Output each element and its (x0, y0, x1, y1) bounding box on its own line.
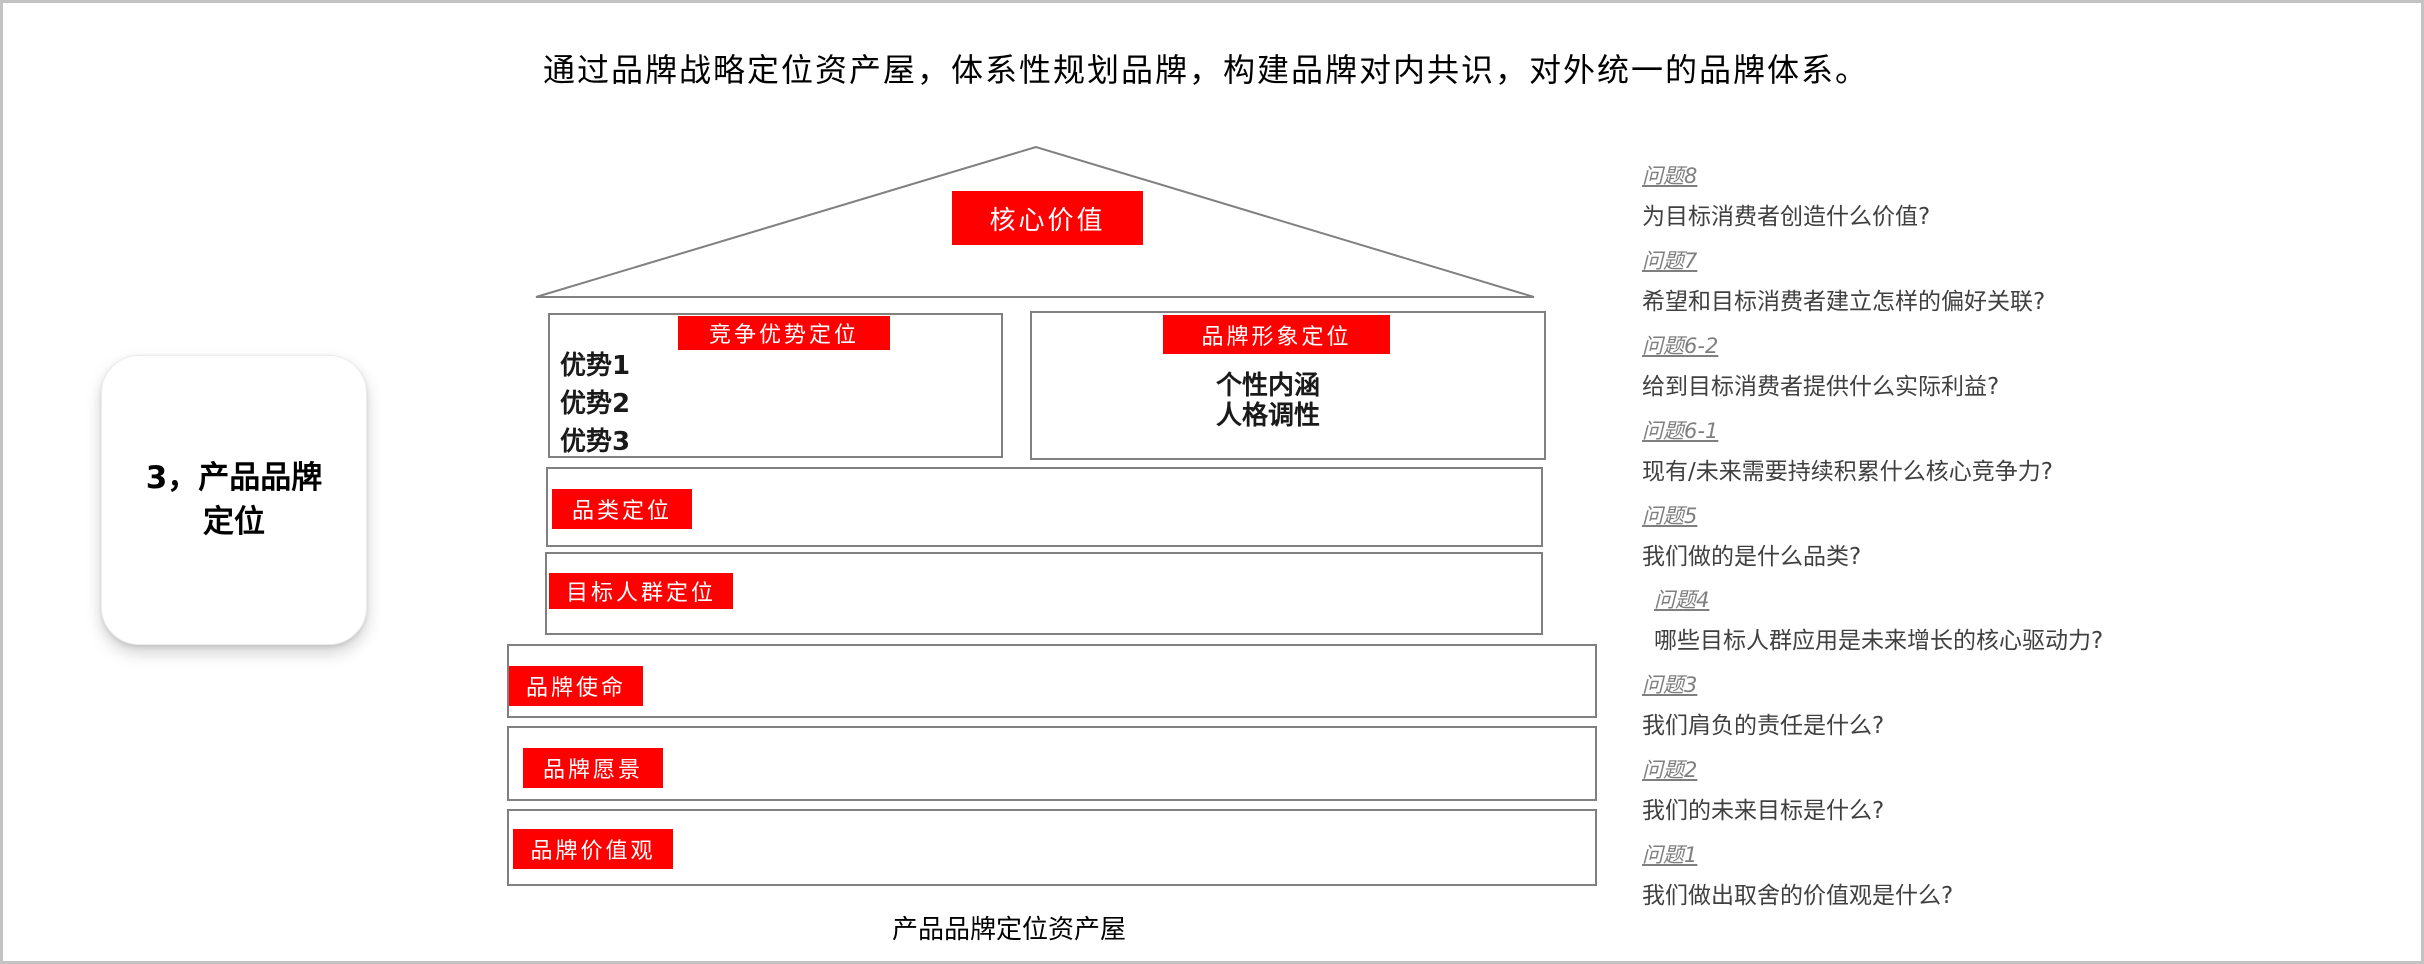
brand-vision-row: 品牌愿景 (507, 726, 1597, 801)
category-positioning-tag: 品类定位 (552, 489, 692, 529)
question-block-8: 问题8 为目标消费者创造什么价值? (1642, 160, 2362, 231)
section-badge: 3，产品品牌 定位 (101, 355, 367, 645)
roof-triangle (535, 145, 1535, 298)
audience-positioning-tag: 目标人群定位 (549, 573, 733, 609)
question-1-label: 问题1 (1642, 843, 1698, 867)
page-title: 通过品牌战略定位资产屋，体系性规划品牌，构建品牌对内共识，对外统一的品牌体系。 (543, 51, 1870, 89)
question-2-label: 问题2 (1642, 758, 1698, 782)
question-block-3: 问题3 我们肩负的责任是什么? (1642, 669, 2362, 740)
question-3-text: 我们肩负的责任是什么? (1642, 713, 1885, 739)
question-block-4: 问题4 哪些目标人群应用是未来增长的核心驱动力? (1654, 584, 2374, 655)
house-caption: 产品品牌定位资产屋 (891, 915, 1126, 945)
question-7-label: 问题7 (1642, 249, 1698, 273)
question-5-label: 问题5 (1642, 504, 1698, 528)
question-block-7: 问题7 希望和目标消费者建立怎样的偏好关联? (1642, 245, 2362, 316)
question-block-5: 问题5 我们做的是什么品类? (1642, 500, 2362, 571)
brand-mission-tag: 品牌使命 (509, 666, 643, 706)
question-7-text: 希望和目标消费者建立怎样的偏好关联? (1642, 289, 2046, 315)
brand-mission-row: 品牌使命 (507, 644, 1597, 718)
question-4-text: 哪些目标人群应用是未来增长的核心驱动力? (1654, 628, 2104, 654)
category-positioning-row: 品类定位 (546, 467, 1543, 547)
question-8-label: 问题8 (1642, 164, 1698, 188)
question-6-2-text: 给到目标消费者提供什么实际利益? (1642, 374, 2000, 400)
brand-image-line-2: 人格调性 (1215, 401, 1320, 431)
competitive-advantage-tag: 竞争优势定位 (678, 316, 890, 350)
brand-values-tag: 品牌价值观 (513, 829, 673, 869)
advantage-item-3: 优势3 (560, 427, 631, 457)
brand-vision-tag: 品牌愿景 (523, 748, 663, 788)
question-3-label: 问题3 (1642, 673, 1698, 697)
question-6-2-label: 问题6-2 (1642, 334, 1719, 358)
brand-image-tag: 品牌形象定位 (1163, 315, 1390, 354)
question-1-text: 我们做出取舍的价值观是什么? (1642, 883, 1954, 909)
question-6-1-label: 问题6-1 (1642, 419, 1719, 443)
question-2-text: 我们的未来目标是什么? (1642, 798, 1885, 824)
question-block-1: 问题1 我们做出取舍的价值观是什么? (1642, 839, 2362, 910)
advantage-item-1: 优势1 (560, 351, 631, 381)
audience-positioning-row: 目标人群定位 (545, 552, 1543, 635)
core-value-tag: 核心价值 (952, 191, 1143, 245)
question-4-label: 问题4 (1654, 588, 1710, 612)
competitive-advantage-box: 竞争优势定位 优势1 优势2 优势3 (548, 313, 1003, 458)
section-badge-line1: 3，产品品牌 (145, 460, 323, 496)
question-block-6-2: 问题6-2 给到目标消费者提供什么实际利益? (1642, 330, 2362, 401)
question-8-text: 为目标消费者创造什么价值? (1642, 204, 1931, 230)
advantage-list: 优势1 优势2 优势3 (560, 347, 630, 461)
brand-image-line-1: 个性内涵 (1215, 371, 1320, 401)
brand-values-row: 品牌价值观 (507, 809, 1597, 886)
advantage-item-2: 优势2 (560, 389, 631, 419)
question-6-1-text: 现有/未来需要持续积累什么核心竞争力? (1642, 459, 2053, 485)
question-block-6-1: 问题6-1 现有/未来需要持续积累什么核心竞争力? (1642, 415, 2362, 486)
question-5-text: 我们做的是什么品类? (1642, 544, 1862, 570)
brand-image-lines: 个性内涵 人格调性 (1032, 371, 1504, 431)
question-block-2: 问题2 我们的未来目标是什么? (1642, 754, 2362, 825)
brand-image-box: 品牌形象定位 个性内涵 人格调性 (1030, 311, 1546, 460)
section-badge-line2: 定位 (203, 504, 265, 540)
